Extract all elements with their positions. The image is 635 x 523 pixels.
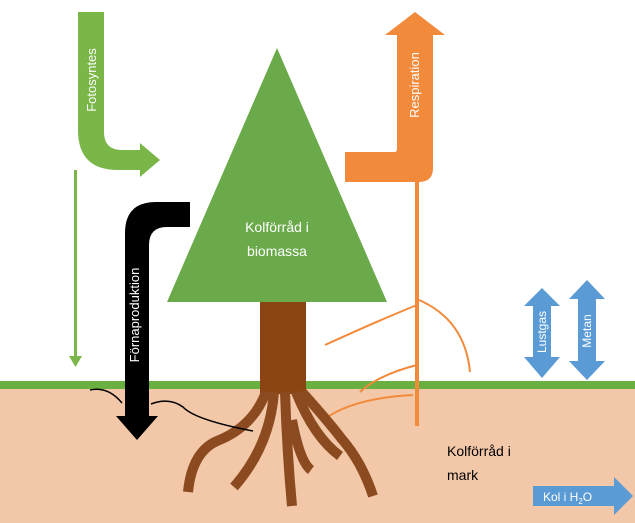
litter-production-arrow bbox=[116, 202, 190, 440]
nitrous-oxide-label: Lustgas bbox=[535, 311, 549, 353]
biomass-pool-label-line1: Kolförråd i bbox=[245, 219, 309, 235]
methane-label: Metan bbox=[580, 314, 594, 347]
soil-pool-label-line1: Kolförråd i bbox=[447, 443, 511, 459]
respiration-label: Respiration bbox=[407, 52, 422, 118]
tree-trunk bbox=[260, 302, 306, 394]
carbon-in-water-label: Kol i H2O bbox=[543, 490, 592, 506]
photosynthesis-arrow bbox=[69, 12, 160, 367]
photosynthesis-label: Fotosyntes bbox=[84, 48, 99, 112]
litter-production-label: Förnaproduktion bbox=[127, 268, 142, 363]
tree-roots bbox=[183, 388, 378, 507]
ground-line bbox=[0, 381, 635, 389]
soil-pool-label-line2: mark bbox=[447, 467, 479, 483]
biomass-pool-label-line2: biomassa bbox=[247, 243, 307, 259]
methane-arrow bbox=[569, 280, 605, 380]
carbon-in-water-main: Kol i H bbox=[543, 490, 578, 504]
carbon-in-water-end: O bbox=[583, 490, 592, 504]
carbon-in-water-subscript: 2 bbox=[578, 497, 583, 506]
fine-roots bbox=[324, 299, 471, 419]
respiration-arrow bbox=[345, 12, 445, 426]
nitrous-oxide-arrow bbox=[524, 288, 560, 378]
tree-crown bbox=[167, 48, 387, 302]
carbon-in-water-arrow bbox=[533, 477, 633, 515]
litter-lines bbox=[89, 388, 254, 432]
